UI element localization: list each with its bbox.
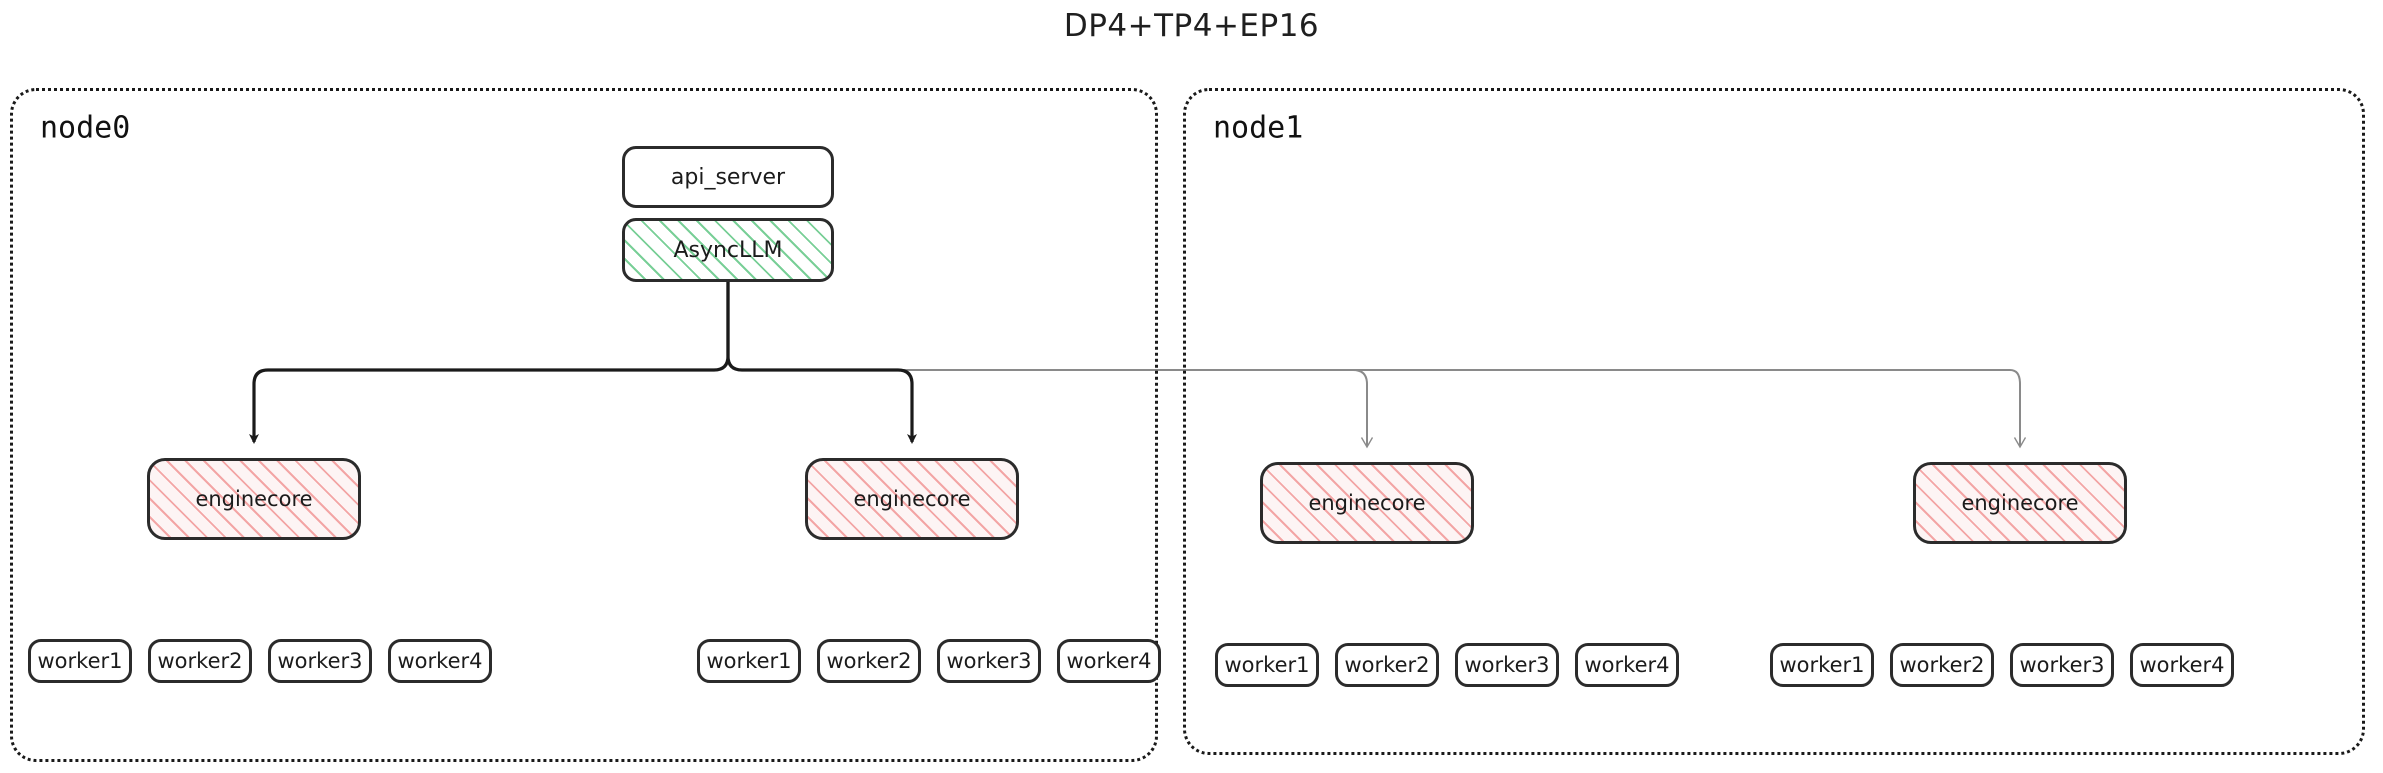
node-worker-label: worker4 <box>1584 653 1670 677</box>
node-worker-label: worker1 <box>1224 653 1310 677</box>
node-enginecore-1[interactable]: enginecore <box>805 458 1019 540</box>
node-worker-label: worker3 <box>2019 653 2105 677</box>
node-worker-label: worker2 <box>826 649 912 673</box>
node-worker-g3-1[interactable]: worker1 <box>1770 643 1874 687</box>
node-enginecore-0[interactable]: enginecore <box>147 458 361 540</box>
node-enginecore-label: enginecore <box>195 487 313 511</box>
node-worker-label: worker3 <box>277 649 363 673</box>
node-worker-g2-4[interactable]: worker4 <box>1575 643 1679 687</box>
node-api-server[interactable]: api_server <box>622 146 834 208</box>
node-worker-g1-1[interactable]: worker1 <box>697 639 801 683</box>
node-worker-label: worker1 <box>706 649 792 673</box>
subgraph-label-node0: node0 <box>40 110 131 146</box>
node-worker-label: worker4 <box>2139 653 2225 677</box>
node-worker-g3-3[interactable]: worker3 <box>2010 643 2114 687</box>
diagram-title: DP4+TP4+EP16 <box>1063 8 1320 44</box>
node-worker-label: worker3 <box>1464 653 1550 677</box>
node-worker-g0-2[interactable]: worker2 <box>148 639 252 683</box>
node-worker-label: worker4 <box>1066 649 1152 673</box>
node-async-llm-label: AsyncLLM <box>673 237 783 263</box>
node-enginecore-label: enginecore <box>1308 491 1426 515</box>
node-worker-label: worker2 <box>157 649 243 673</box>
node-worker-g2-1[interactable]: worker1 <box>1215 643 1319 687</box>
node-worker-g1-4[interactable]: worker4 <box>1057 639 1161 683</box>
subgraph-label-node1: node1 <box>1213 110 1304 146</box>
node-worker-g0-4[interactable]: worker4 <box>388 639 492 683</box>
node-worker-label: worker1 <box>1779 653 1865 677</box>
node-worker-label: worker2 <box>1344 653 1430 677</box>
node-api-server-label: api_server <box>670 164 786 190</box>
node-worker-label: worker3 <box>946 649 1032 673</box>
node-enginecore-2[interactable]: enginecore <box>1260 462 1474 544</box>
node-worker-g3-2[interactable]: worker2 <box>1890 643 1994 687</box>
subgraph-node1[interactable] <box>1183 88 2365 755</box>
node-worker-g2-3[interactable]: worker3 <box>1455 643 1559 687</box>
node-enginecore-label: enginecore <box>1961 491 2079 515</box>
node-worker-label: worker4 <box>397 649 483 673</box>
subgraph-node0[interactable] <box>10 88 1158 762</box>
node-enginecore-3[interactable]: enginecore <box>1913 462 2127 544</box>
node-worker-g3-4[interactable]: worker4 <box>2130 643 2234 687</box>
node-worker-g0-3[interactable]: worker3 <box>268 639 372 683</box>
node-worker-label: worker1 <box>37 649 123 673</box>
node-worker-g1-3[interactable]: worker3 <box>937 639 1041 683</box>
node-enginecore-label: enginecore <box>853 487 971 511</box>
node-worker-label: worker2 <box>1899 653 1985 677</box>
node-worker-g1-2[interactable]: worker2 <box>817 639 921 683</box>
node-async-llm[interactable]: AsyncLLM <box>622 218 834 282</box>
node-worker-g2-2[interactable]: worker2 <box>1335 643 1439 687</box>
node-worker-g0-1[interactable]: worker1 <box>28 639 132 683</box>
